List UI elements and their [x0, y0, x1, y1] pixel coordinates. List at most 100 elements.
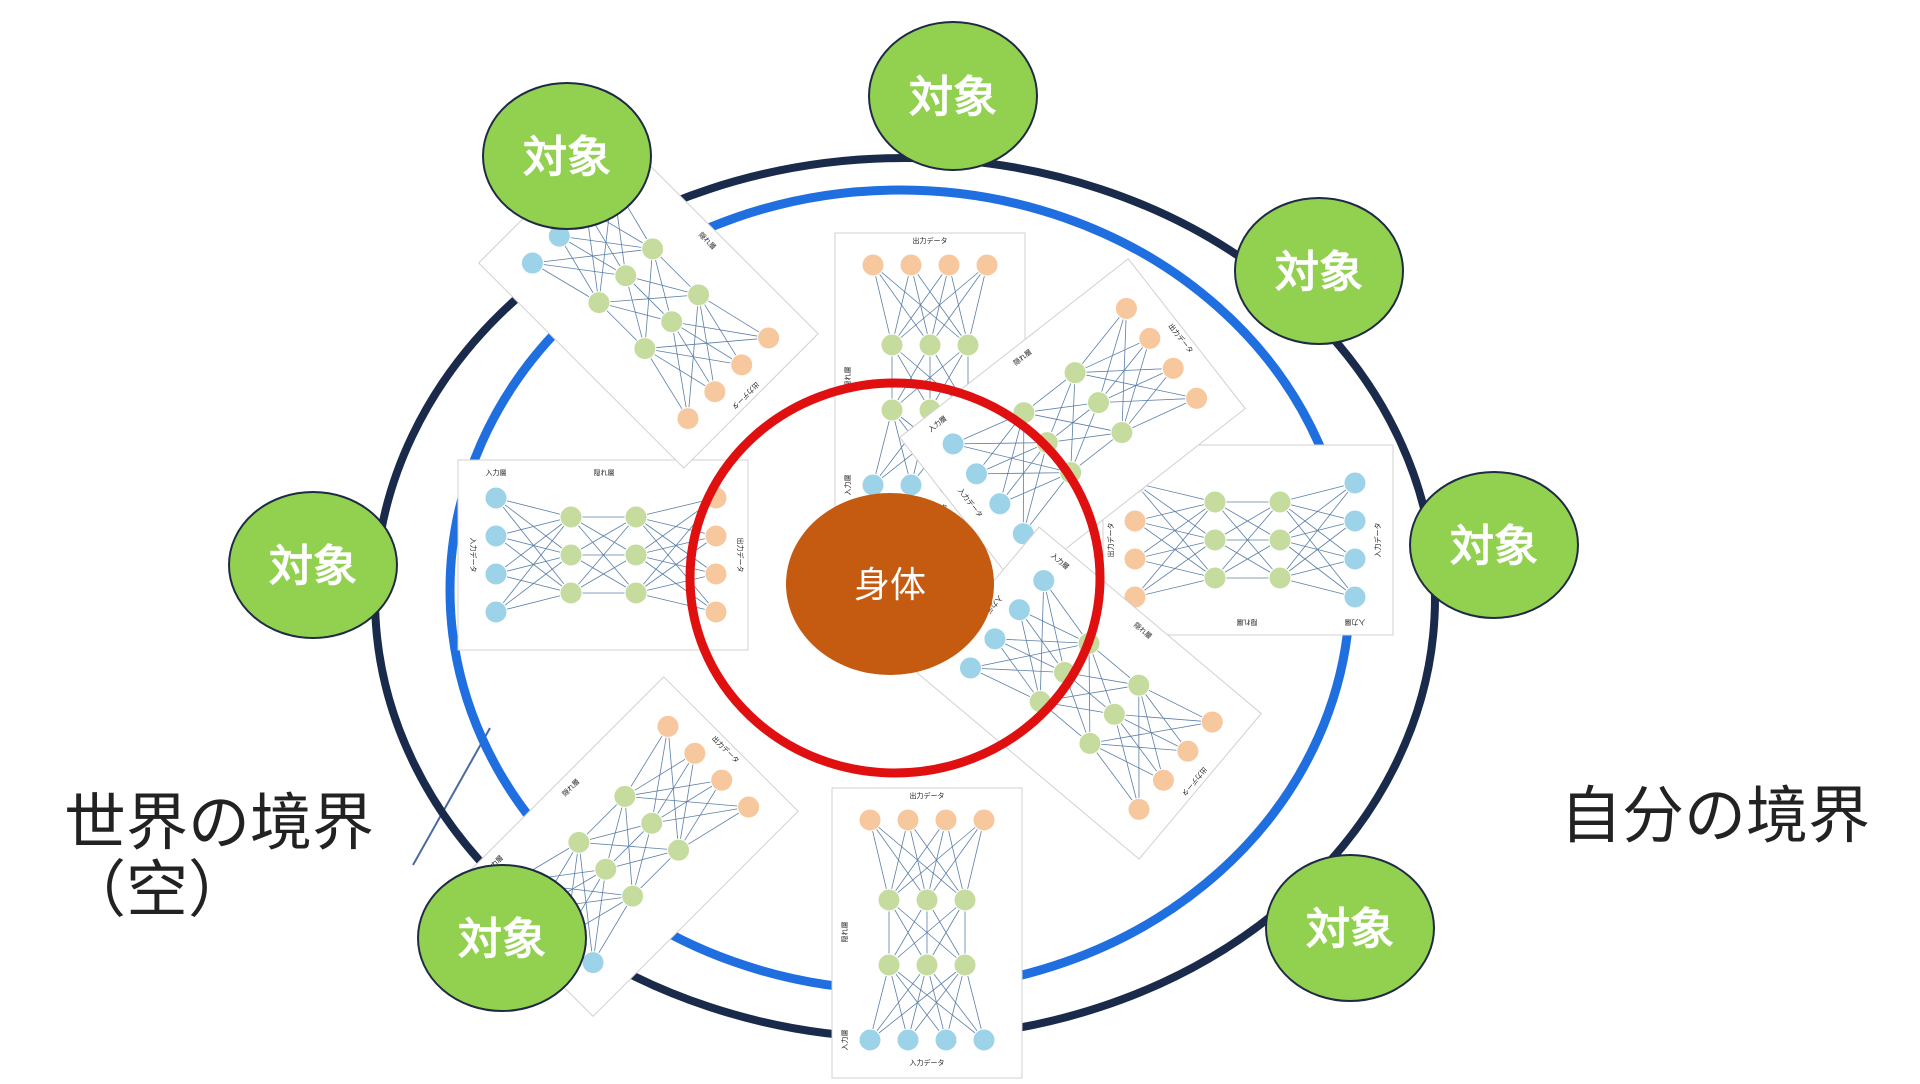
- nn-connection: [1089, 743, 1164, 781]
- nn-input-layer-label: 入力層: [843, 475, 852, 496]
- nn-output-data-label: 出力データ: [1106, 523, 1115, 558]
- nn-node: [614, 264, 638, 288]
- nn-node: [559, 505, 583, 529]
- nn-connection: [869, 819, 966, 901]
- nn-connection: [970, 667, 1041, 702]
- inner-boundary-ring: [685, 378, 1105, 778]
- nn-connection: [570, 516, 637, 594]
- nn-node: [1127, 797, 1151, 821]
- nn-node: [915, 953, 939, 977]
- nn-connection: [1134, 539, 1216, 598]
- nn-connection: [869, 964, 890, 1041]
- nn-input-layer-label: 入力層: [840, 1030, 849, 1051]
- nn-node: [641, 237, 665, 261]
- nn-connection: [644, 348, 742, 366]
- nn-connection: [570, 554, 637, 594]
- nn-node: [958, 656, 982, 680]
- nn-connection: [592, 869, 607, 963]
- nn-connection: [888, 899, 966, 966]
- nn-connection: [964, 819, 985, 901]
- object-node: 対象: [482, 82, 652, 230]
- nn-connection: [1089, 742, 1188, 752]
- nn-node: [1063, 361, 1087, 385]
- object-label: 対象: [458, 914, 546, 965]
- nn-connection: [559, 235, 653, 250]
- neural-network-modules: 入力層隠れ層出力データ入力データ入力層隠れ層出力データ入力データ入力層隠れ層出力…: [457, 127, 1394, 1079]
- nn-node: [581, 951, 605, 975]
- nn-node: [559, 581, 583, 605]
- nn-hidden-layer-label: 隠れ層: [1237, 618, 1258, 627]
- object-circle: [1265, 854, 1435, 1002]
- nn-node: [613, 784, 637, 808]
- nn-connection: [888, 964, 985, 1041]
- nn-connection: [1114, 713, 1213, 723]
- nn-connection: [592, 895, 633, 963]
- nn-connection: [625, 275, 699, 296]
- world-boundary-pointer: [412, 727, 491, 866]
- nn-connection: [532, 262, 600, 303]
- nn-node: [934, 808, 958, 832]
- object-label: 対象: [269, 541, 357, 592]
- nn-output-data-label: 出力データ: [913, 236, 948, 245]
- nn-connection: [495, 592, 572, 613]
- nn-connection: [967, 264, 988, 346]
- nn-connection: [1279, 482, 1356, 541]
- nn-connection: [1279, 482, 1356, 579]
- nn-connection: [671, 321, 769, 339]
- nn-connection: [994, 638, 1090, 644]
- nn-connection: [1279, 558, 1356, 579]
- nn-input-layer-label: 入力層: [486, 468, 507, 477]
- object-label: 対象: [1450, 521, 1538, 572]
- object-node: 対象: [228, 491, 398, 639]
- nn-connection: [1070, 402, 1099, 473]
- nn-connection: [605, 796, 626, 870]
- nn-node: [941, 432, 965, 456]
- object-node: 対象: [1234, 197, 1404, 345]
- nn-node: [1114, 296, 1138, 320]
- nn-connection: [678, 779, 723, 851]
- nn-node: [640, 811, 664, 835]
- nn-node: [972, 808, 996, 832]
- nn-node: [704, 600, 728, 624]
- nn-connection: [872, 264, 969, 346]
- nn-connection: [1134, 577, 1216, 598]
- nn-node: [656, 714, 680, 738]
- nn-node: [861, 253, 885, 277]
- nn-node: [624, 505, 648, 529]
- nn-connection: [1043, 580, 1090, 644]
- nn-connection: [651, 726, 669, 824]
- nn-node: [899, 253, 923, 277]
- nn-connection: [1019, 609, 1090, 644]
- nn-node: [624, 581, 648, 605]
- nn-node: [567, 830, 591, 854]
- nn-connection: [495, 497, 572, 518]
- nn-connection: [1279, 482, 1356, 503]
- nn-connection: [667, 726, 679, 851]
- nn-node: [484, 524, 508, 548]
- nn-node: [964, 462, 988, 486]
- nn-node: [1007, 598, 1031, 622]
- nn-connection: [1134, 501, 1216, 522]
- nn-connection: [907, 819, 966, 901]
- nn-connection: [872, 264, 893, 346]
- object-label: 対象: [523, 132, 611, 183]
- nn-connection: [678, 806, 749, 851]
- nn-node: [676, 407, 700, 431]
- nn-node: [757, 326, 781, 350]
- nn-node: [1268, 528, 1292, 552]
- nn-node: [972, 1028, 996, 1052]
- nn-connection: [926, 964, 985, 1041]
- nn-node: [660, 310, 684, 334]
- nn-connection: [495, 516, 572, 613]
- nn-connection: [888, 964, 909, 1041]
- nn-node: [633, 337, 657, 361]
- nn-connection: [964, 964, 985, 1041]
- nn-hidden-layer-label: 隠れ層: [594, 468, 615, 477]
- nn-connection: [635, 592, 717, 613]
- nn-connection: [1138, 684, 1213, 723]
- nn-node: [520, 251, 544, 275]
- nn-node: [687, 283, 711, 307]
- nn-connection: [869, 819, 928, 901]
